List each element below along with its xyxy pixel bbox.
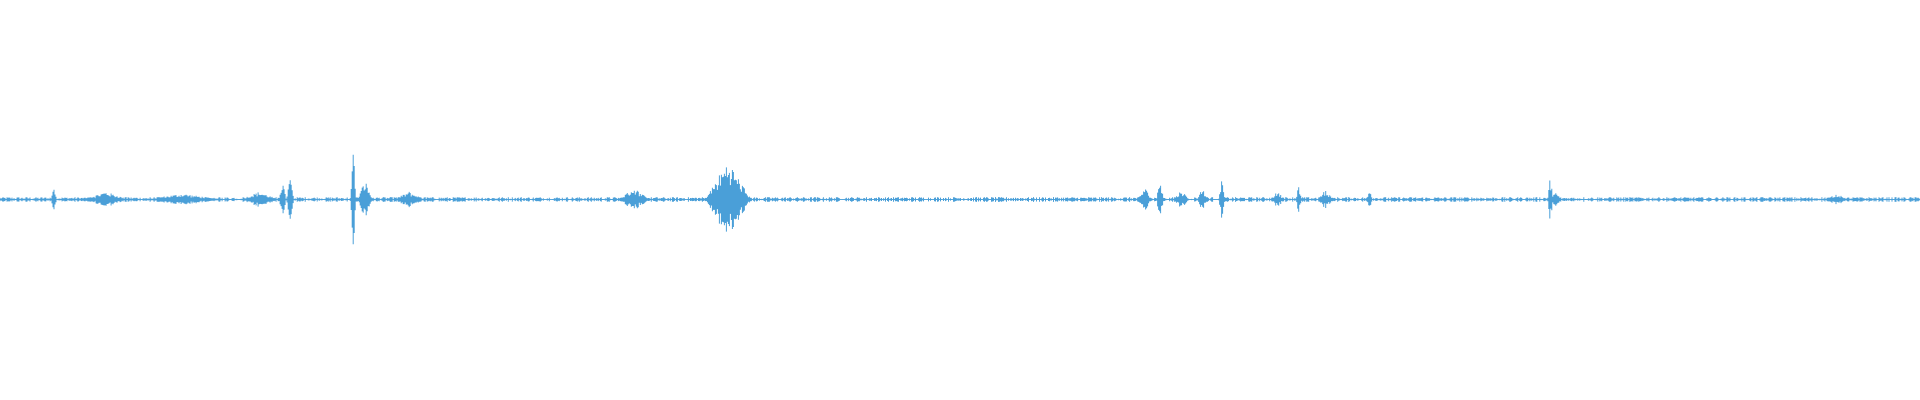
waveform-trace	[0, 154, 1920, 245]
